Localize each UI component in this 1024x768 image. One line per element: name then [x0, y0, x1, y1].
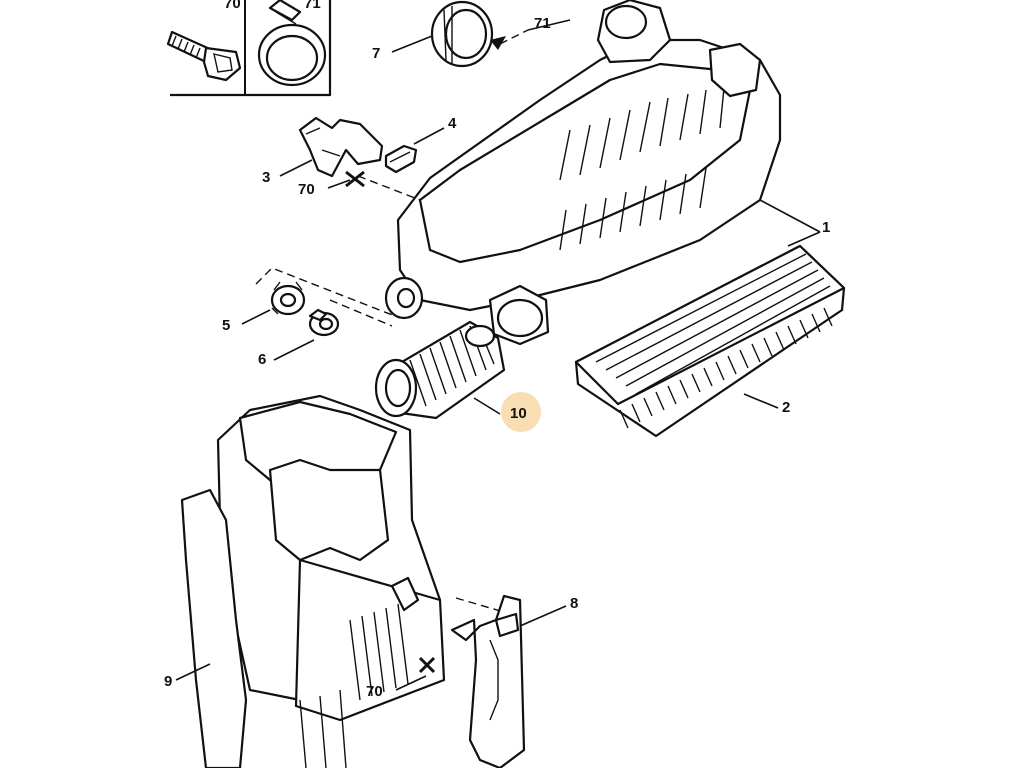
part-8-bracket: 8 70 [366, 594, 578, 768]
part-5-6-grommets: 5 6 [222, 267, 401, 368]
part-9-intake-duct: 9 [164, 394, 446, 768]
label-1: 1 [822, 219, 830, 236]
air-filter-housing [384, 0, 782, 346]
fastener-inset: 70 71 [166, 0, 332, 97]
part-4-clip: 4 [384, 115, 457, 174]
label-2: 2 [782, 399, 790, 416]
label-70-mid: 70 [298, 181, 315, 198]
label-3: 3 [262, 169, 270, 186]
hose-clamp-icon [257, 0, 327, 87]
label-71-arrow: 71 [490, 15, 571, 50]
part-10-hose: 10 [374, 320, 541, 432]
part-2-filter-element: 2 1 [574, 199, 846, 438]
label-71-mid: 71 [534, 15, 551, 32]
label-8: 8 [570, 595, 578, 612]
highlight-marker [501, 392, 541, 432]
label-7: 7 [372, 45, 380, 62]
label-71-top: 71 [304, 0, 321, 12]
bolt-icon [166, 30, 242, 82]
label-70-top: 70 [224, 0, 241, 12]
label-4: 4 [448, 115, 457, 132]
label-9: 9 [164, 673, 172, 690]
part-3-bracket: 3 70 [262, 116, 421, 201]
label-70-bottom: 70 [366, 683, 383, 700]
label-5: 5 [222, 317, 230, 334]
label-6: 6 [258, 351, 266, 368]
part-7-collar: 7 [372, 0, 494, 68]
label-10: 10 [510, 405, 527, 422]
